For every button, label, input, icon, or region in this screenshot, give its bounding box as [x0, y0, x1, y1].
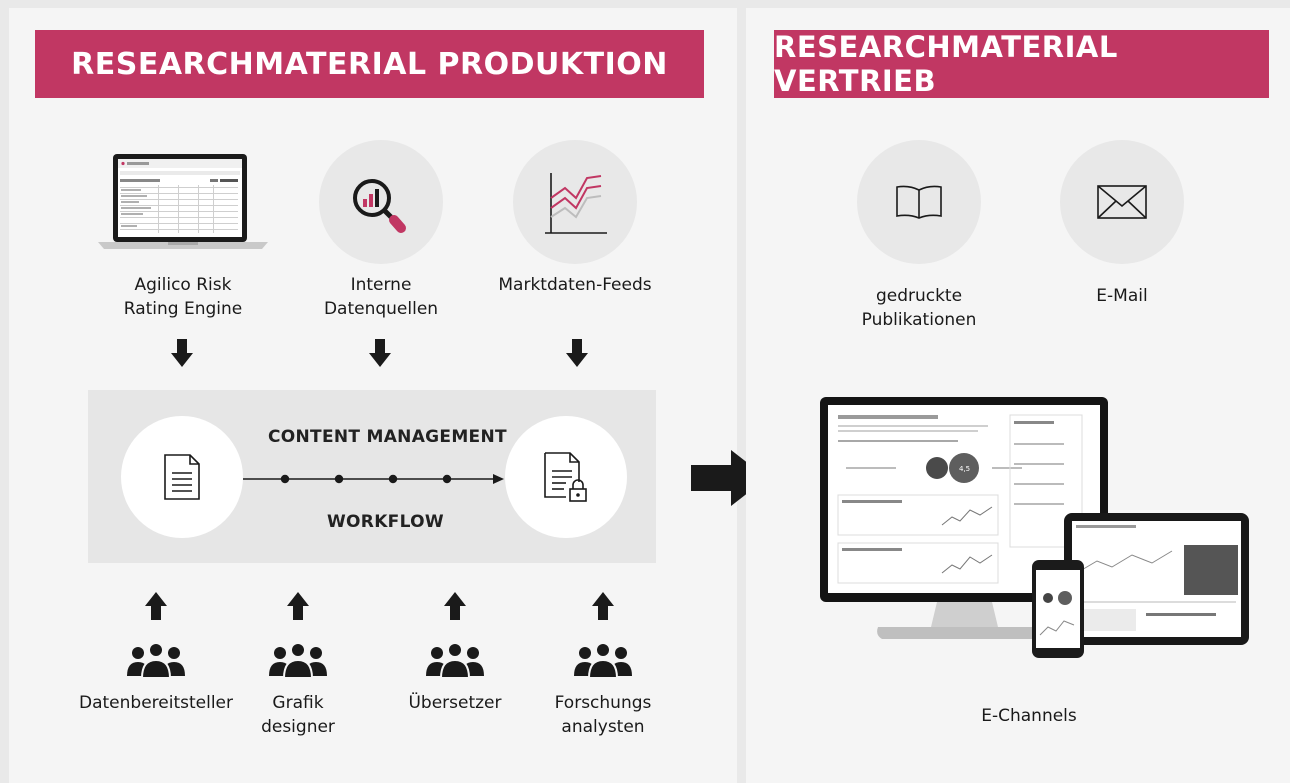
people-icon: [573, 642, 633, 678]
distribution-title: RESEARCHMATERIAL VERTRIEB: [774, 30, 1269, 98]
down-arrow-icon: [369, 339, 391, 367]
up-arrow-icon: [145, 592, 167, 620]
book-circle: [857, 140, 981, 264]
locked-document-circle: [505, 416, 627, 538]
devices-illustration: 4,5: [812, 395, 1267, 665]
up-arrow-icon: [444, 592, 466, 620]
channel-label-email: E-Mail: [1096, 286, 1148, 306]
source-label-market-feeds: Marktdaten-Feeds: [498, 275, 652, 295]
up-arrow-icon: [592, 592, 614, 620]
people-icon: [425, 642, 485, 678]
channel-label-printed: gedruckte Publikationen: [861, 286, 977, 330]
source-label-internal-data: Interne Datenquellen: [323, 275, 439, 319]
contributor-label-data-providers: Datenbereitsteller: [79, 693, 233, 713]
magnifier-chart-circle: [319, 140, 443, 264]
document-icon: [164, 454, 200, 500]
down-arrow-icon: [566, 339, 588, 367]
distribution-panel: [746, 8, 1290, 783]
contributor-label-research-analysts: Forschungs analysten: [554, 693, 652, 737]
up-arrow-icon: [287, 592, 309, 620]
locked-document-icon: [544, 452, 587, 502]
laptop-icon: [98, 152, 268, 252]
svg-text:4,5: 4,5: [959, 465, 970, 473]
people-icon: [268, 642, 328, 678]
echannels-label: E-Channels: [981, 706, 1077, 726]
line-chart-circle: [513, 140, 637, 264]
contributor-label-translators: Übersetzer: [408, 693, 502, 713]
contributor-label-graphic-designer: Grafik designer: [261, 693, 335, 737]
people-icon: [126, 642, 186, 678]
production-title: RESEARCHMATERIAL PRODUKTION: [35, 30, 704, 98]
envelope-circle: [1060, 140, 1184, 264]
workflow-line-icon: [243, 471, 505, 487]
content-management-label: CONTENT MANAGEMENT: [268, 427, 507, 447]
workflow-label: WORKFLOW: [327, 512, 444, 532]
source-label-risk-engine: Agilico Risk Rating Engine: [123, 275, 243, 319]
book-icon: [896, 185, 942, 219]
down-arrow-icon: [171, 339, 193, 367]
envelope-icon: [1097, 185, 1147, 219]
document-circle: [121, 416, 243, 538]
magnifier-chart-icon: [353, 179, 406, 233]
line-chart-icon: [545, 173, 607, 234]
